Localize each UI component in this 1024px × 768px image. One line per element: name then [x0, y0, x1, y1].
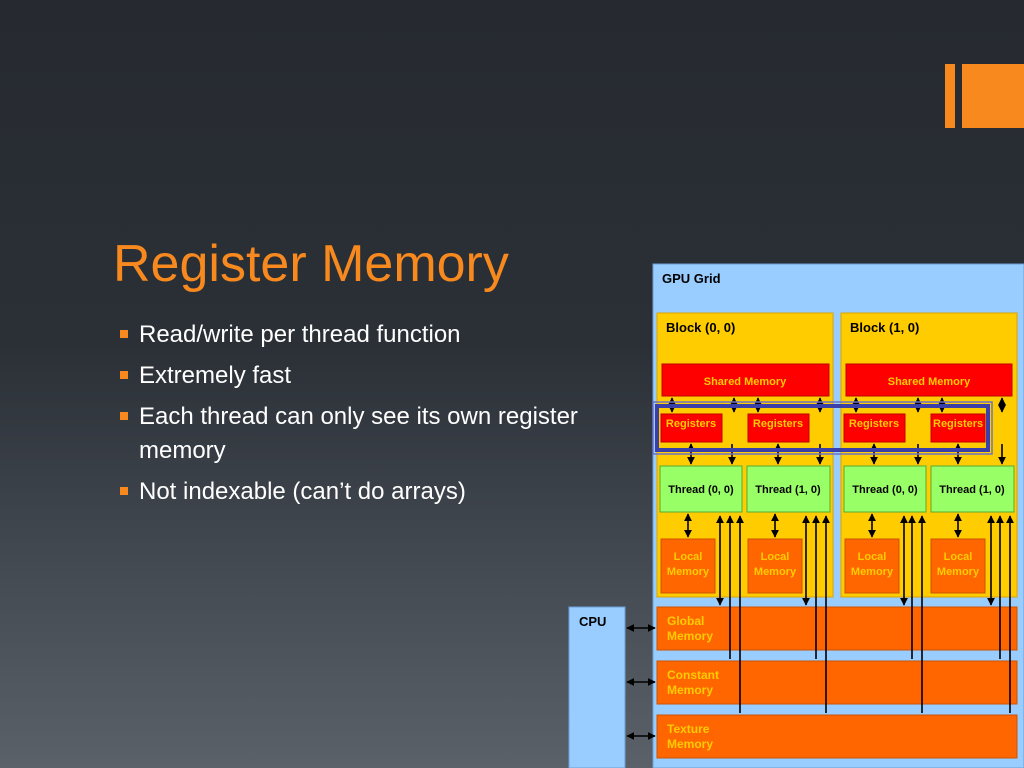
registers-highlight: [655, 404, 990, 452]
bullet-square-icon: [120, 412, 128, 420]
registers-label: Registers: [753, 418, 803, 430]
texture-memory: [656, 714, 1018, 759]
thread-label: Thread (1, 0): [939, 484, 1005, 496]
local-memory-label: Memory: [667, 566, 710, 578]
registers: [930, 413, 986, 443]
cpu-label: CPU: [579, 614, 606, 629]
slide-title: Register Memory: [113, 235, 509, 293]
thread-label: Thread (1, 0): [755, 484, 821, 496]
bullet-text: Extremely fast: [139, 362, 292, 389]
bullet-text: Not indexable (can’t do arrays): [139, 478, 466, 505]
accent-bar-thin: [945, 64, 955, 128]
texture-memory-label: Texture: [667, 722, 710, 736]
bullet-text: Each thread can only see its own registe…: [139, 403, 578, 464]
thread: [930, 465, 1015, 513]
local-memory-label: Local: [858, 551, 887, 563]
bullet-text: Read/write per thread function: [139, 321, 461, 348]
cpu-box: [568, 606, 626, 768]
bullet-list: Read/write per thread function Extremely…: [118, 318, 578, 516]
thread: [746, 465, 831, 513]
bullet-item: Read/write per thread function: [118, 318, 578, 352]
global-memory: [656, 606, 1018, 651]
thread: [659, 465, 743, 513]
registers-highlight-outer: [652, 401, 993, 455]
block-label: Block (1, 0): [850, 320, 919, 335]
global-memory-label: Memory: [667, 629, 713, 643]
local-memory: [930, 538, 986, 594]
local-memory-label: Memory: [851, 566, 894, 578]
registers: [660, 413, 723, 443]
bullet-item: Each thread can only see its own registe…: [118, 400, 578, 468]
shared-memory: [845, 363, 1013, 397]
constant-memory-label: Constant: [667, 668, 719, 682]
bullet-item: Not indexable (can’t do arrays): [118, 475, 578, 509]
global-memory-label: Global: [667, 614, 704, 628]
registers-label: Registers: [849, 418, 899, 430]
local-memory-label: Memory: [754, 566, 797, 578]
constant-memory-label: Memory: [667, 683, 713, 697]
thread-label: Thread (0, 0): [668, 484, 734, 496]
registers: [747, 413, 810, 443]
constant-memory: [656, 660, 1018, 705]
local-memory-label: Local: [674, 551, 703, 563]
block-label: Block (0, 0): [666, 320, 735, 335]
bullet-item: Extremely fast: [118, 359, 578, 393]
bullet-square-icon: [120, 487, 128, 495]
local-memory-label: Local: [944, 551, 973, 563]
texture-memory-label: Memory: [667, 737, 713, 751]
local-memory-label: Local: [761, 551, 790, 563]
shared-memory-label: Shared Memory: [888, 376, 971, 388]
registers-clip: Registers: [933, 418, 983, 430]
local-memory: [660, 538, 716, 594]
thread: [843, 465, 927, 513]
accent-bar-thick: [962, 64, 1024, 128]
registers-label: Registers: [666, 418, 716, 430]
local-memory-label: Memory: [937, 566, 980, 578]
bullet-square-icon: [120, 371, 128, 379]
gpu-grid-label: GPU Grid: [662, 271, 721, 286]
registers-label: Registers: [933, 418, 983, 430]
shared-memory: [661, 363, 830, 397]
thread-label: Thread (0, 0): [852, 484, 918, 496]
shared-memory-label: Shared Memory: [704, 376, 787, 388]
local-memory: [844, 538, 900, 594]
registers: [843, 413, 906, 443]
bullet-square-icon: [120, 330, 128, 338]
